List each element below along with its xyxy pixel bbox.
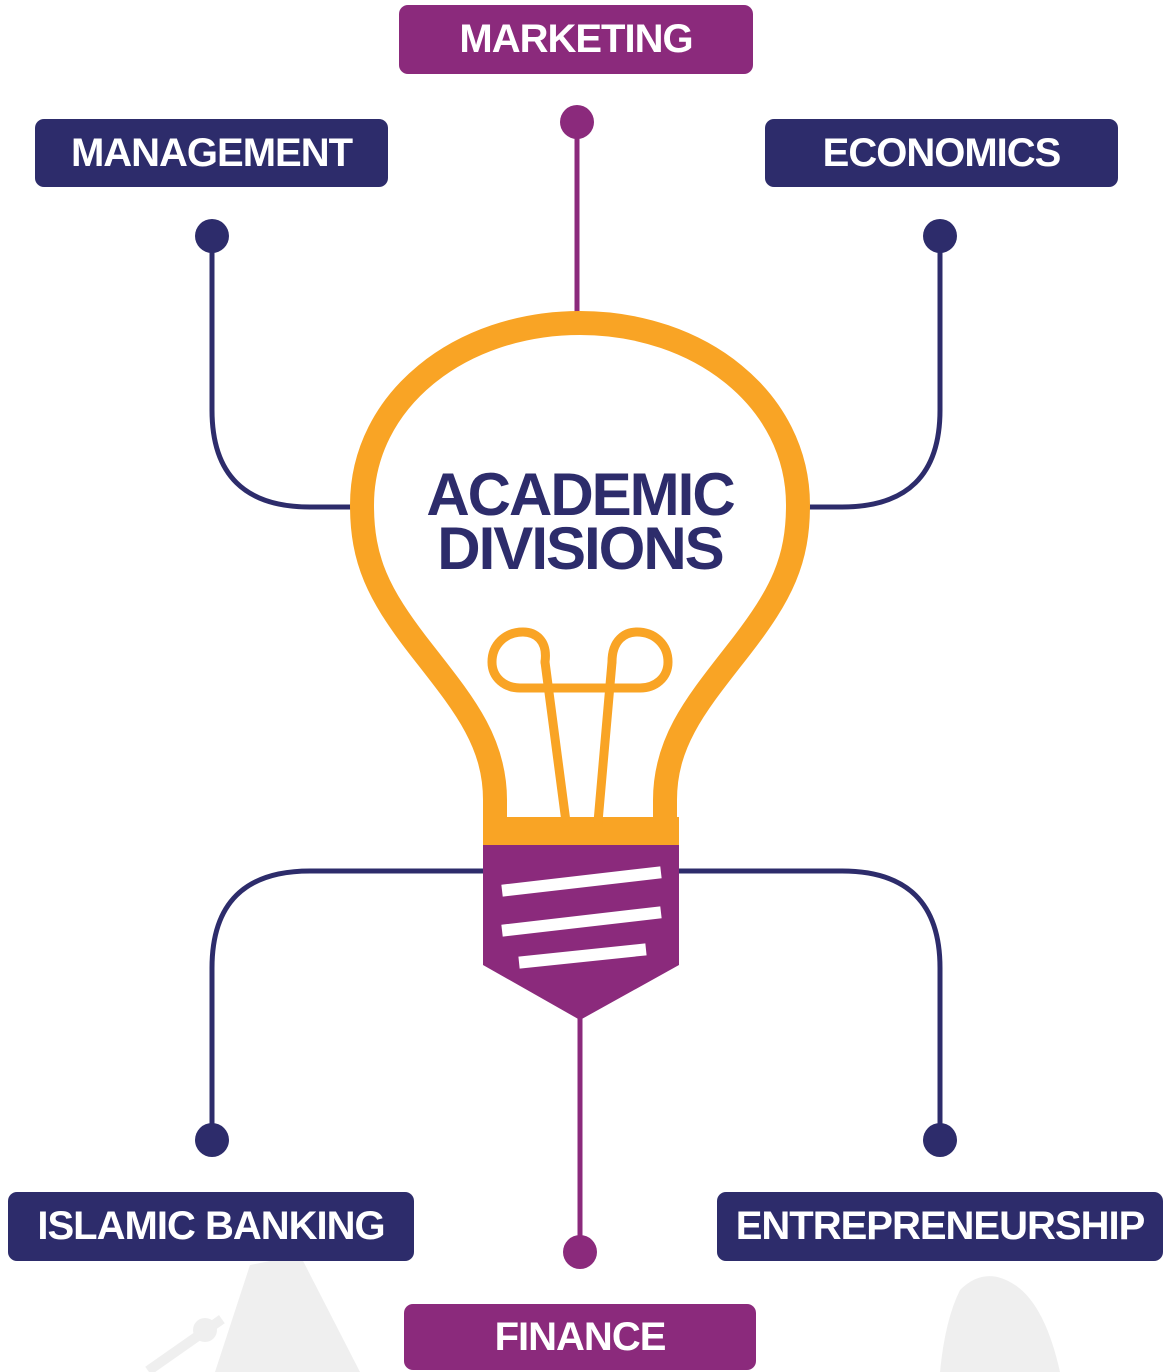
center-title: ACADEMIC DIVISIONS bbox=[380, 461, 780, 582]
dot-economics bbox=[923, 219, 957, 253]
division-finance[interactable]: FINANCE bbox=[404, 1304, 756, 1370]
connector-entrepreneurship bbox=[673, 868, 943, 1143]
dot-management bbox=[195, 219, 229, 253]
bulb-glass bbox=[350, 311, 810, 826]
division-marketing[interactable]: MARKETING bbox=[399, 5, 753, 74]
lightbulb-icon bbox=[350, 311, 810, 1020]
dot-entrepreneurship bbox=[923, 1123, 957, 1157]
background-lamp-decoration-left bbox=[145, 1255, 360, 1372]
connector-islamic-banking bbox=[209, 868, 489, 1143]
dot-marketing bbox=[560, 105, 594, 139]
dot-islamic-banking bbox=[195, 1123, 229, 1157]
division-economics[interactable]: ECONOMICS bbox=[765, 119, 1118, 187]
division-islamic-banking[interactable]: ISLAMIC BANKING bbox=[8, 1192, 414, 1261]
bulb-base-threads bbox=[501, 866, 662, 969]
bulb-neck bbox=[483, 817, 679, 845]
connector-economics bbox=[797, 235, 943, 510]
background-lamp-decoration-right bbox=[940, 1276, 1060, 1372]
division-entrepreneurship[interactable]: ENTREPRENEURSHIP bbox=[717, 1192, 1163, 1261]
center-title-line1: ACADEMIC bbox=[426, 461, 735, 528]
bulb-filament bbox=[487, 627, 673, 827]
center-title-line2: DIVISIONS bbox=[437, 515, 724, 582]
connector-management bbox=[209, 235, 365, 510]
division-management[interactable]: MANAGEMENT bbox=[35, 119, 388, 187]
dot-finance bbox=[563, 1235, 597, 1269]
